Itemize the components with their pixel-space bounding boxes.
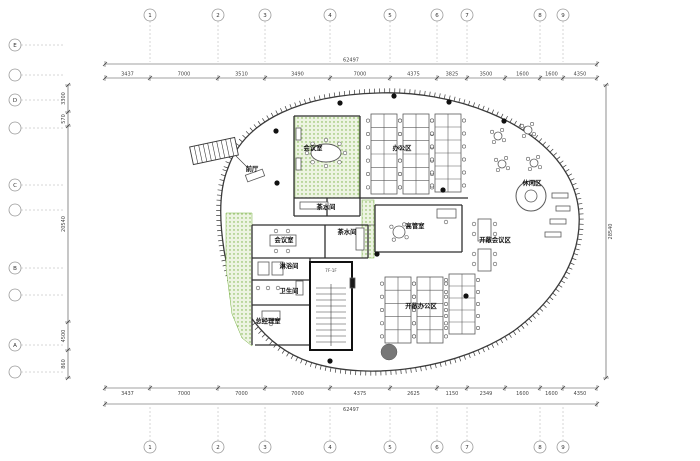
- svg-text:4375: 4375: [407, 72, 420, 78]
- room-label: 开敞会议区: [479, 235, 511, 244]
- room-label: 茶水间: [316, 202, 336, 211]
- dimension-lines: 62497 3437 7000 3510 3490 7000 4375 3825 3500 160…: [61, 58, 614, 414]
- svg-text:7000: 7000: [291, 391, 304, 397]
- svg-text:4500: 4500: [61, 330, 67, 343]
- svg-text:4350: 4350: [574, 72, 587, 78]
- structural-columns: [273, 93, 507, 364]
- svg-text:B: B: [13, 266, 17, 272]
- svg-text:62497: 62497: [343, 58, 359, 64]
- svg-text:8: 8: [538, 13, 542, 19]
- room-label: 高管室: [406, 221, 426, 230]
- svg-text:2: 2: [216, 13, 220, 19]
- misc-furniture: [244, 127, 571, 361]
- room-label: 会议室: [275, 235, 295, 244]
- room-label: 会议室: [304, 143, 324, 152]
- conference-table: [304, 137, 348, 169]
- svg-text:570: 570: [61, 114, 67, 124]
- room-label: 前厅: [246, 164, 259, 173]
- svg-text:5: 5: [388, 445, 392, 451]
- room-label: 茶水间: [337, 227, 357, 236]
- interior-walls: [235, 115, 468, 346]
- svg-text:1600: 1600: [516, 72, 529, 78]
- svg-text:9: 9: [561, 445, 565, 451]
- svg-text:4375: 4375: [354, 391, 367, 397]
- round-tables: [389, 122, 542, 242]
- svg-text:7000: 7000: [235, 391, 248, 397]
- svg-text:1: 1: [148, 445, 152, 451]
- svg-text:8: 8: [538, 445, 542, 451]
- svg-text:A: A: [13, 343, 17, 349]
- svg-text:4350: 4350: [574, 391, 587, 397]
- room-label: 开敞办公区: [405, 301, 437, 310]
- room-label: 办公区: [393, 143, 413, 152]
- svg-text:4: 4: [328, 13, 332, 19]
- svg-text:62497: 62497: [343, 407, 359, 413]
- svg-text:3510: 3510: [235, 72, 248, 78]
- svg-text:7000: 7000: [178, 72, 191, 78]
- svg-text:2349: 2349: [480, 391, 493, 397]
- svg-text:C: C: [13, 183, 17, 189]
- svg-text:860: 860: [61, 359, 67, 369]
- svg-text:1600: 1600: [545, 72, 558, 78]
- svg-text:7000: 7000: [178, 391, 191, 397]
- svg-text:3437: 3437: [121, 72, 134, 78]
- svg-text:20540: 20540: [61, 216, 67, 232]
- svg-text:3500: 3500: [480, 72, 493, 78]
- svg-text:2: 2: [216, 445, 220, 451]
- stair-core: 7F-1F: [309, 261, 353, 351]
- svg-text:7: 7: [465, 445, 469, 451]
- svg-text:1600: 1600: [545, 391, 558, 397]
- svg-text:3300: 3300: [61, 92, 67, 105]
- svg-text:3490: 3490: [291, 72, 304, 78]
- svg-text:3437: 3437: [121, 391, 134, 397]
- svg-text:7F-1F: 7F-1F: [325, 268, 337, 273]
- entrance-exterior-stair: [189, 136, 239, 166]
- room-label: 休闲区: [522, 178, 543, 187]
- svg-text:1150: 1150: [446, 391, 459, 397]
- svg-text:5: 5: [388, 13, 392, 19]
- svg-text:7: 7: [465, 13, 469, 19]
- svg-text:E: E: [13, 43, 17, 49]
- svg-text:6: 6: [435, 13, 439, 19]
- svg-text:9: 9: [561, 13, 565, 19]
- svg-text:1600: 1600: [516, 391, 529, 397]
- svg-text:28540: 28540: [608, 224, 614, 240]
- workstation-desk-banks: [365, 113, 480, 344]
- svg-text:D: D: [13, 98, 17, 104]
- svg-text:3825: 3825: [446, 72, 459, 78]
- svg-text:6: 6: [435, 445, 439, 451]
- room-labels: 前厅会议室办公区休闲区茶水间茶水间高管室开敞会议区会议室淋浴间卫生间总经理室开敞…: [246, 143, 542, 325]
- svg-text:4: 4: [328, 445, 332, 451]
- svg-text:3: 3: [263, 13, 267, 19]
- room-label: 淋浴间: [280, 261, 299, 270]
- room-label: 总经理室: [255, 316, 281, 325]
- svg-text:3: 3: [263, 445, 267, 451]
- svg-text:7000: 7000: [354, 72, 367, 78]
- svg-text:1: 1: [148, 13, 152, 19]
- svg-text:2625: 2625: [407, 391, 420, 397]
- room-label: 卫生间: [280, 286, 299, 295]
- lounge-circular-sofa: [515, 180, 547, 212]
